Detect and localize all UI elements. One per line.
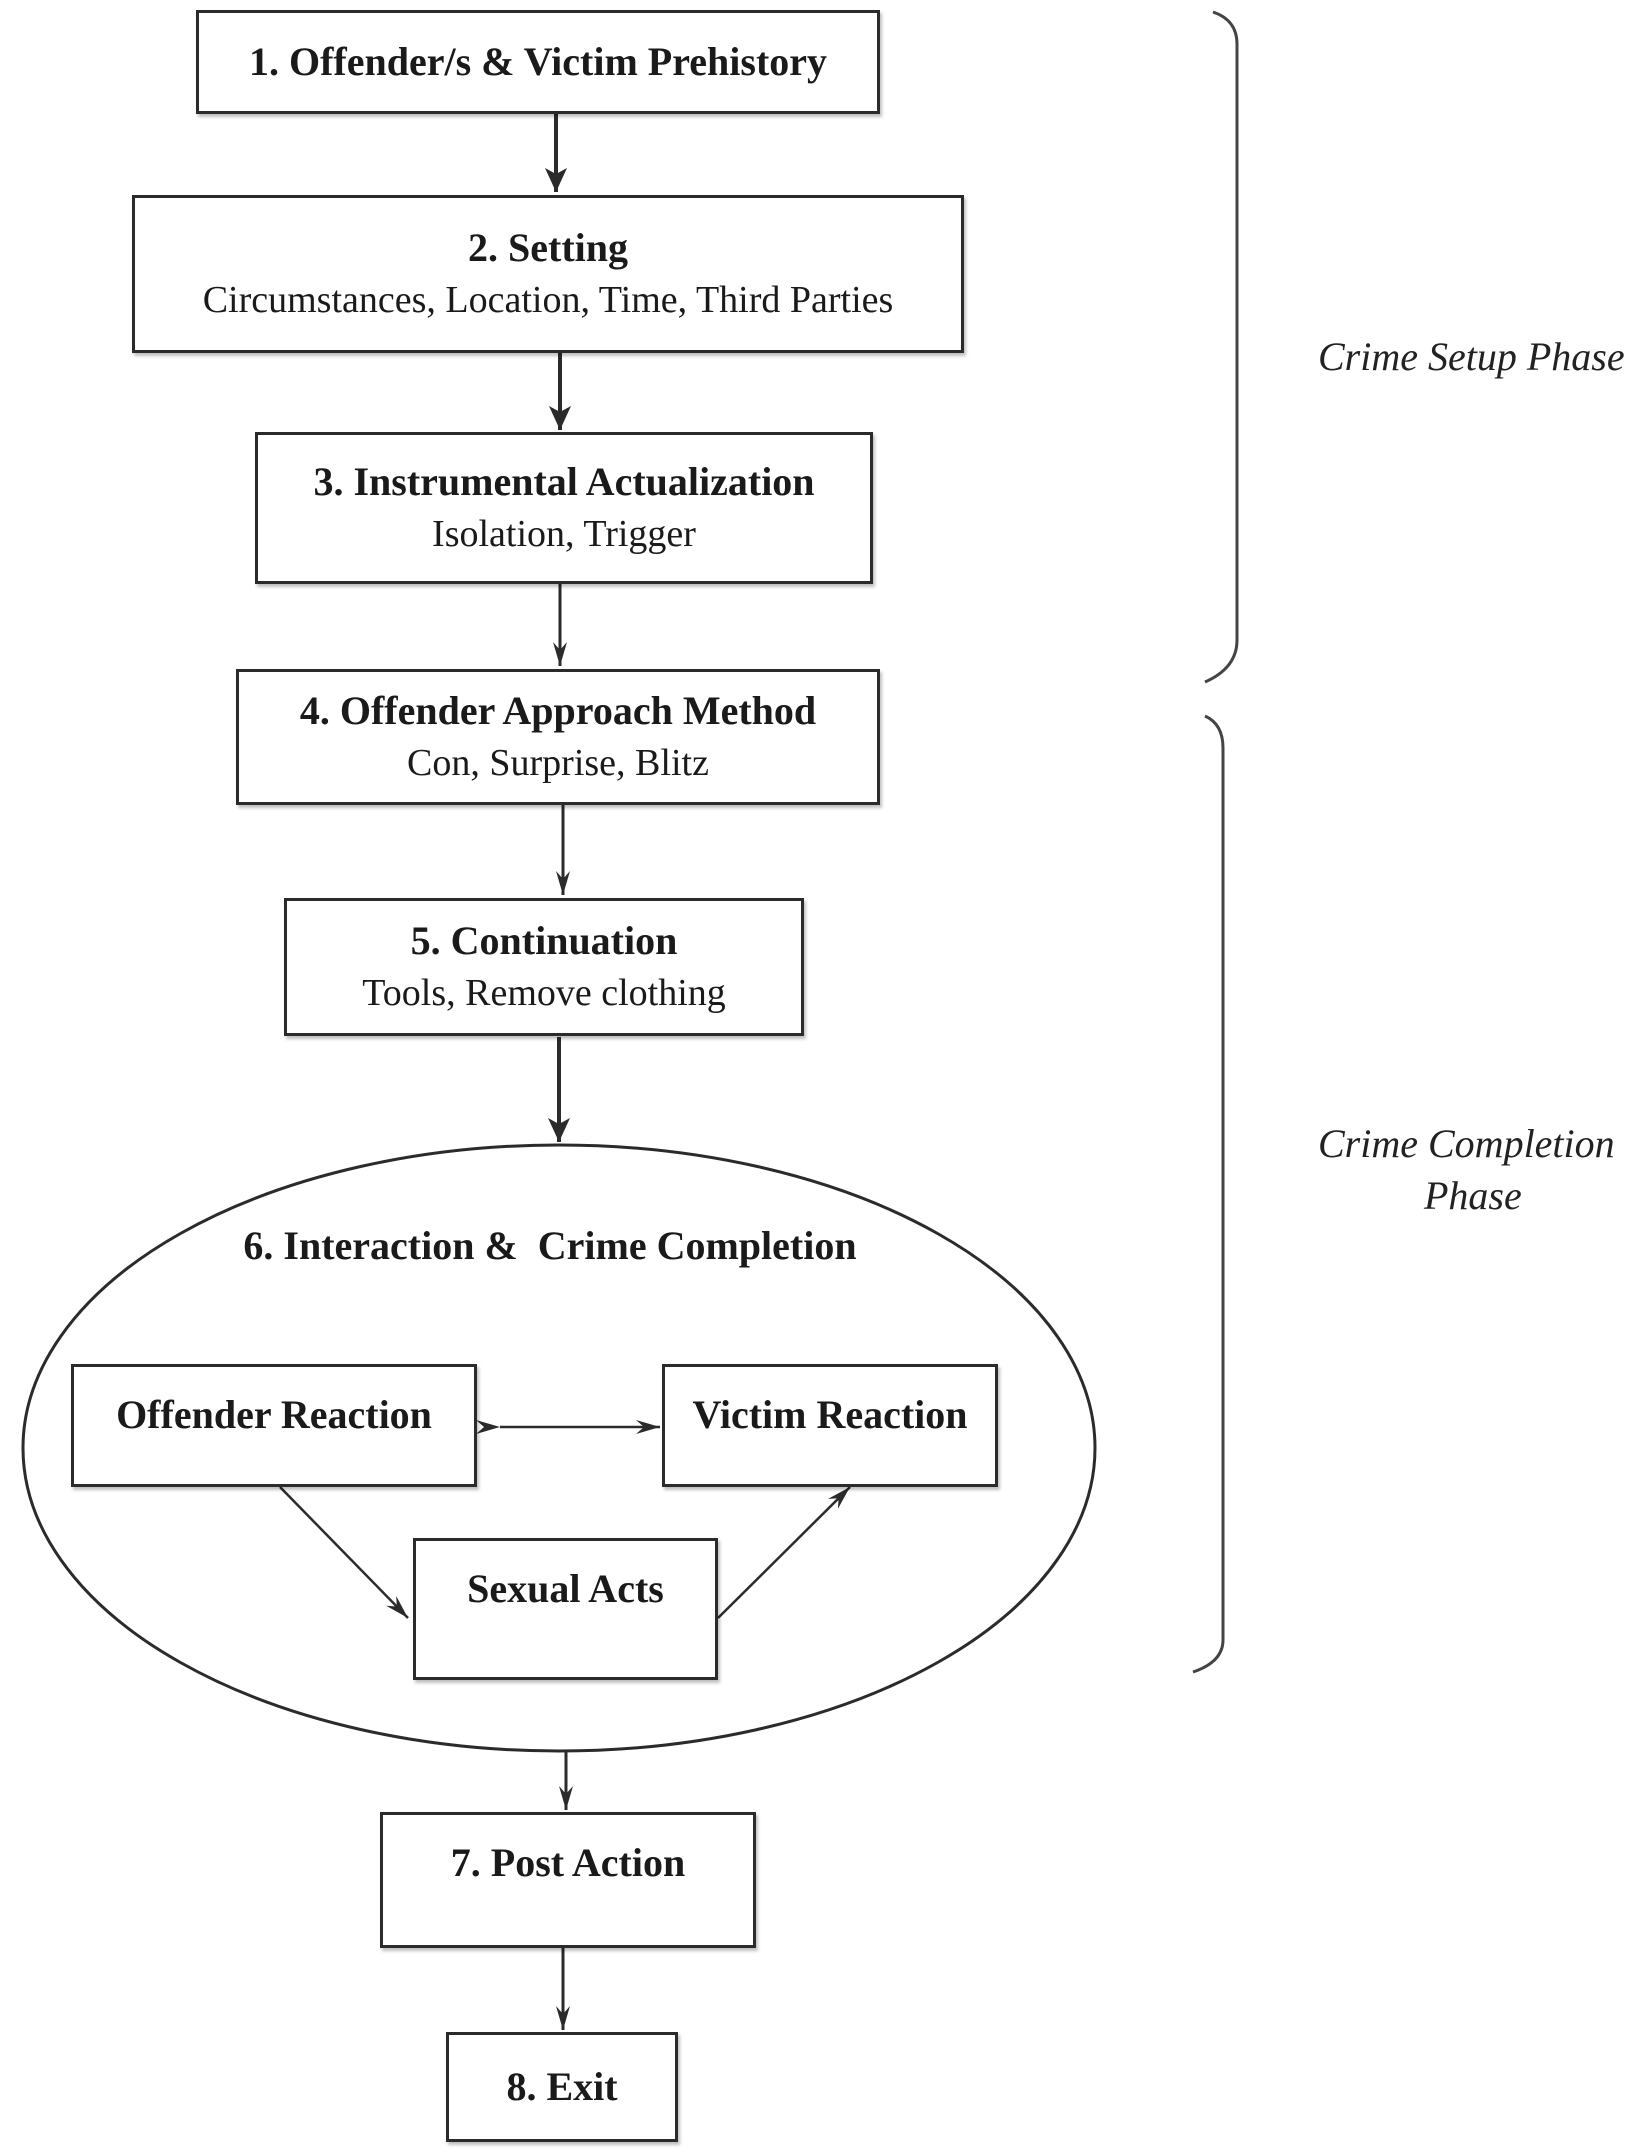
step-5-subtitle: Tools, Remove clothing xyxy=(362,972,726,1014)
sexual-acts-box: Sexual Acts xyxy=(413,1538,718,1680)
step-6-title: 6. Interaction & Crime Completion xyxy=(243,1223,857,1268)
completion-phase-label-line1: Crime Completion xyxy=(1318,1121,1615,1166)
step-7-box: 7. Post Action xyxy=(380,1812,756,1948)
step-4-subtitle: Con, Surprise, Blitz xyxy=(407,742,709,784)
completion-phase-brace xyxy=(1192,714,1225,1674)
setup-phase-brace xyxy=(1204,10,1239,684)
completion-phase-label-line2: Phase xyxy=(1424,1173,1522,1218)
step-8-box: 8. Exit xyxy=(446,2032,678,2142)
step-5-box: 5. Continuation Tools, Remove clothing xyxy=(284,898,804,1036)
step-2-subtitle: Circumstances, Location, Time, Third Par… xyxy=(202,279,894,321)
setup-phase-label: Crime Setup Phase xyxy=(1318,334,1625,379)
sexual-acts-label: Sexual Acts xyxy=(467,1566,664,1611)
offender-reaction-box: Offender Reaction xyxy=(71,1364,477,1487)
step-5-title: 5. Continuation xyxy=(410,918,678,963)
victim-reaction-label: Victim Reaction xyxy=(692,1392,968,1437)
step-4-title: 4. Offender Approach Method xyxy=(299,688,817,733)
offender-reaction-label: Offender Reaction xyxy=(116,1392,432,1437)
step-8-title: 8. Exit xyxy=(506,2064,618,2109)
interaction-ellipse xyxy=(21,1143,1097,1753)
arrow-offender-sexual xyxy=(258,1464,409,1619)
step-3-box: 3. Instrumental Actualization Isolation,… xyxy=(255,432,873,584)
step-1-box: 1. Offender/s & Victim Prehistory xyxy=(196,10,880,114)
step-7-title: 7. Post Action xyxy=(450,1840,686,1885)
step-3-title: 3. Instrumental Actualization xyxy=(313,459,815,504)
step-3-subtitle: Isolation, Trigger xyxy=(432,513,696,555)
arrow-victim-sexual xyxy=(696,1486,851,1640)
victim-reaction-box: Victim Reaction xyxy=(662,1364,998,1487)
step-4-box: 4. Offender Approach Method Con, Surpris… xyxy=(236,669,880,805)
step-2-title: 2. Setting xyxy=(468,225,628,270)
step-1-title: 1. Offender/s & Victim Prehistory xyxy=(248,39,828,84)
step-2-box: 2. Setting Circumstances, Location, Time… xyxy=(132,195,964,353)
